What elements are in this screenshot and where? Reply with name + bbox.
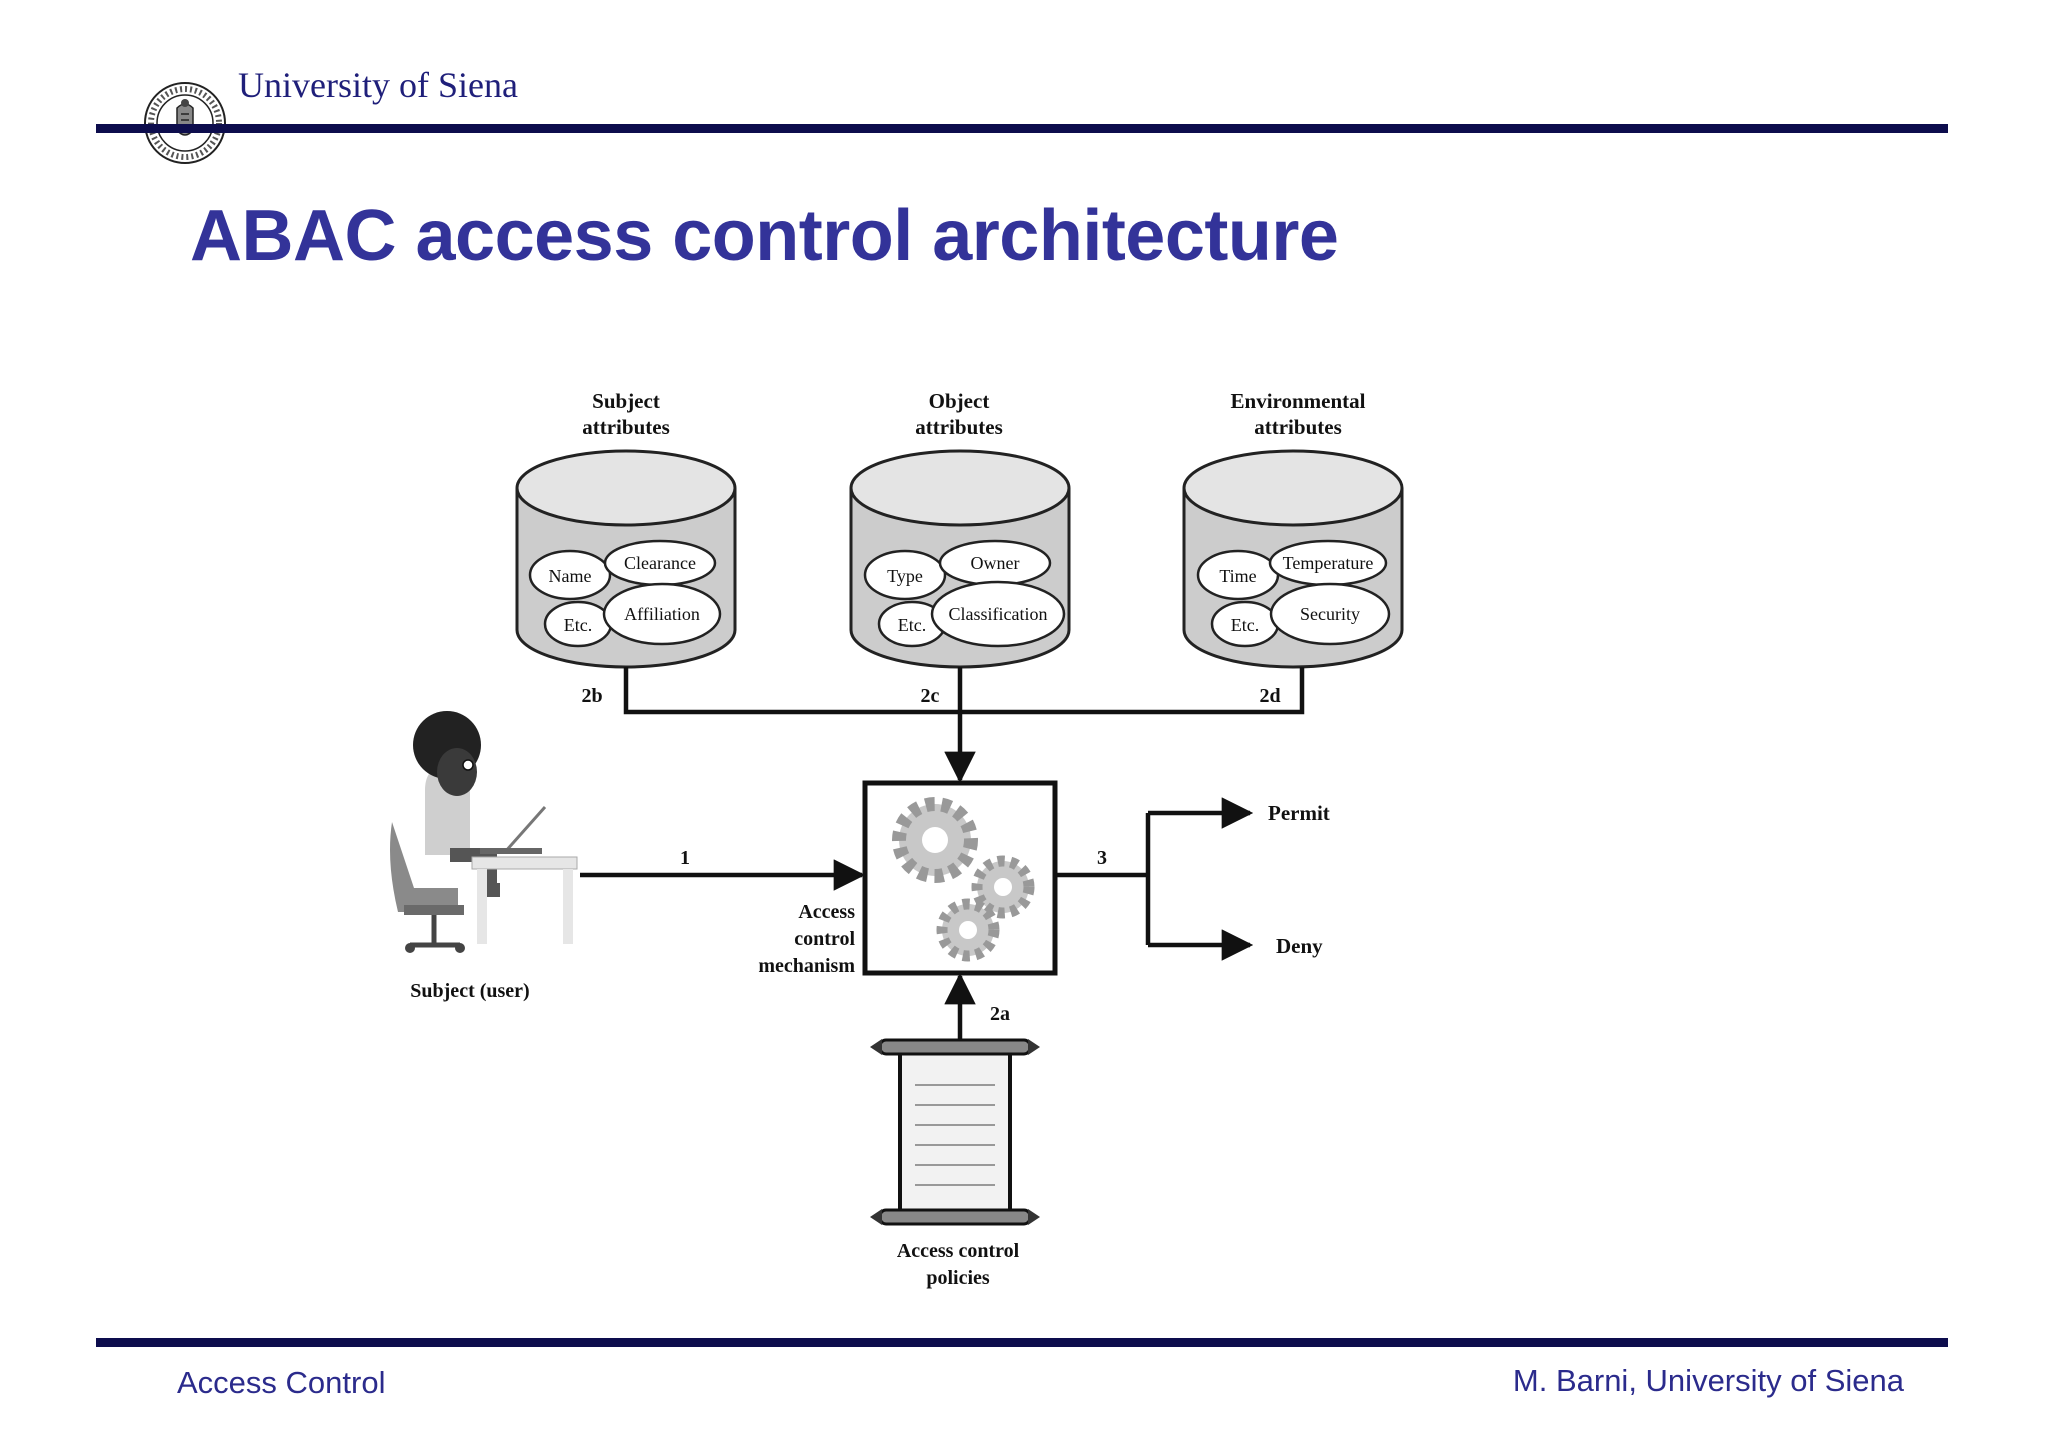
decision-connectors	[1055, 797, 1254, 961]
access-control-mechanism	[862, 780, 1058, 976]
outcome-deny: Deny	[1276, 934, 1323, 958]
policies-label-line2: policies	[926, 1267, 990, 1289]
policies-label-line1: Access control	[897, 1240, 1020, 1262]
attribute-connectors	[623, 667, 1305, 784]
slide-title: ABAC access control architecture	[190, 196, 1339, 276]
attr-item: Time	[1219, 566, 1256, 586]
footer-rule	[96, 1338, 1948, 1347]
footer-course: Access Control	[177, 1365, 386, 1400]
attr-item: Classification	[949, 604, 1048, 624]
cylinder-top	[515, 449, 737, 527]
store-heading-line2: attributes	[1254, 415, 1342, 439]
attr-item: Name	[549, 566, 592, 586]
subject-attributes-store: Subject attributes Name Clearance Etc. A…	[515, 389, 737, 669]
header-institution: University of Siena	[238, 65, 518, 105]
attr-item: Clearance	[624, 553, 696, 573]
policy-scroll-icon	[870, 1038, 1040, 1226]
link-label-2b: 2b	[581, 685, 602, 707]
attr-item: Temperature	[1283, 553, 1374, 573]
link-label-2c: 2c	[921, 685, 940, 707]
store-heading-line1: Environmental	[1231, 389, 1366, 413]
header-rule	[96, 124, 1948, 133]
store-heading-line2: attributes	[582, 415, 670, 439]
footer-author: M. Barni, University of Siena	[1512, 1363, 1904, 1398]
mechanism-label-line1: Access	[798, 901, 855, 923]
subject-label: Subject (user)	[410, 980, 529, 1002]
decision-label: 3	[1097, 847, 1107, 869]
attr-item: Etc.	[1231, 615, 1260, 635]
attr-item: Affiliation	[624, 604, 700, 624]
user-at-desk-icon	[390, 711, 578, 953]
policy-link-label: 2a	[990, 1003, 1010, 1025]
cylinder-top	[1182, 449, 1404, 527]
outcome-permit: Permit	[1268, 801, 1330, 825]
store-heading-line1: Object	[929, 389, 990, 413]
attr-item: Owner	[971, 553, 1020, 573]
attr-item: Security	[1300, 604, 1360, 624]
attr-item: Etc.	[564, 615, 593, 635]
attr-item: Etc.	[898, 615, 927, 635]
store-heading-line2: attributes	[915, 415, 1003, 439]
mechanism-label-line2: control	[794, 928, 855, 950]
store-heading-line1: Subject	[592, 389, 660, 413]
attr-item: Type	[887, 566, 923, 586]
mechanism-label-line3: mechanism	[758, 955, 855, 977]
university-seal-logo	[144, 82, 226, 164]
gears-icon	[892, 797, 1035, 962]
cylinder-top	[849, 449, 1071, 527]
link-label-2d: 2d	[1259, 685, 1280, 707]
object-attributes-store: Object attributes Type Owner Etc. Classi…	[849, 389, 1071, 669]
request-label: 1	[680, 847, 690, 869]
environmental-attributes-store: Environmental attributes Time Temperatur…	[1182, 389, 1404, 669]
